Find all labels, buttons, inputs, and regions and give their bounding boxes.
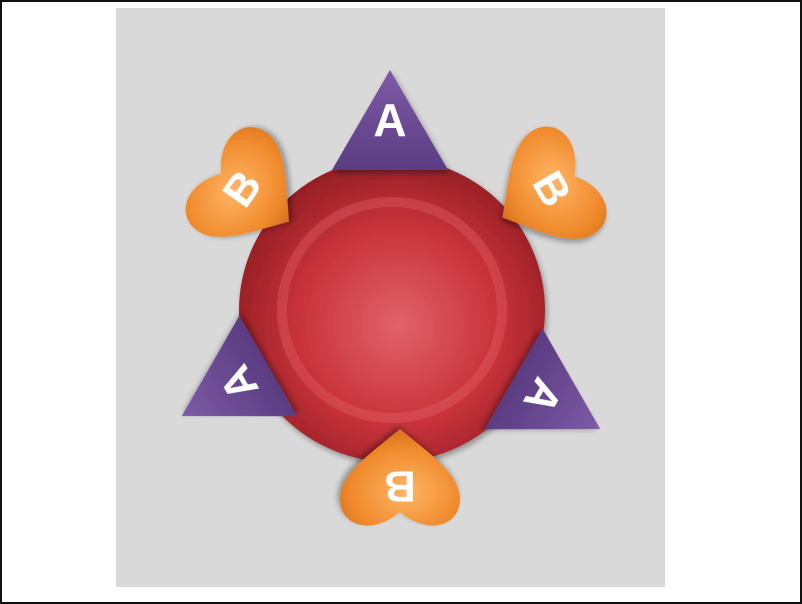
heart-label: B: [384, 462, 416, 511]
triangle-icon: A: [332, 70, 448, 170]
triangle-label: A: [373, 94, 406, 146]
